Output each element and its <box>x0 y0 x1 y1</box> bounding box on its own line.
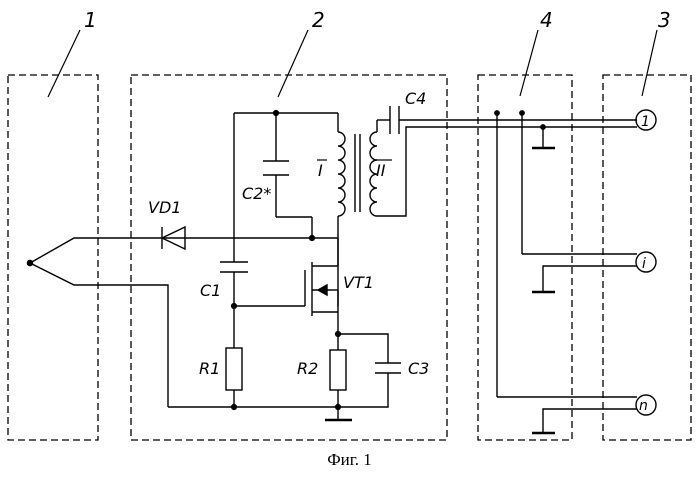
node-n-label: n <box>639 398 648 414</box>
capacitor-c1 <box>220 262 248 306</box>
transformer-core <box>355 134 360 212</box>
c4-label: C4 <box>405 89 426 108</box>
leader-lines <box>48 30 657 97</box>
bottom-rail <box>168 405 340 410</box>
figure-caption: Фиг. 1 <box>0 450 699 470</box>
vd1-label: VD1 <box>148 198 181 217</box>
capacitor-c3 <box>338 334 401 407</box>
block-4-enclosure <box>478 75 572 440</box>
vt1-label: VT1 <box>343 273 374 292</box>
node-1-label: 1 <box>641 114 650 130</box>
r1-label: R1 <box>199 359 220 378</box>
block-1-enclosure <box>8 75 98 440</box>
winding-i-label: I <box>318 161 323 180</box>
block-label-2: 2 <box>312 8 325 32</box>
dashed-enclosures <box>8 75 691 440</box>
transistor-vt1 <box>234 238 338 334</box>
node-i-label: i <box>642 256 646 272</box>
c1-label: C1 <box>200 281 221 300</box>
c3-label: C3 <box>408 359 429 378</box>
resistor-r1 <box>226 306 242 407</box>
node-connections <box>497 254 637 433</box>
block-label-1: 1 <box>84 8 97 32</box>
thermocouple <box>27 238 311 407</box>
block-label-3: 3 <box>658 8 671 32</box>
c2-label: C2* <box>242 184 271 203</box>
capacitor-c2 <box>263 161 289 175</box>
node-i-circle <box>636 252 656 272</box>
winding-ii-label: II <box>376 161 386 180</box>
r2-label: R2 <box>297 359 318 378</box>
transformer-secondary-winding <box>370 120 637 216</box>
capacitor-c4 <box>390 106 637 134</box>
block-label-4: 4 <box>540 8 553 32</box>
